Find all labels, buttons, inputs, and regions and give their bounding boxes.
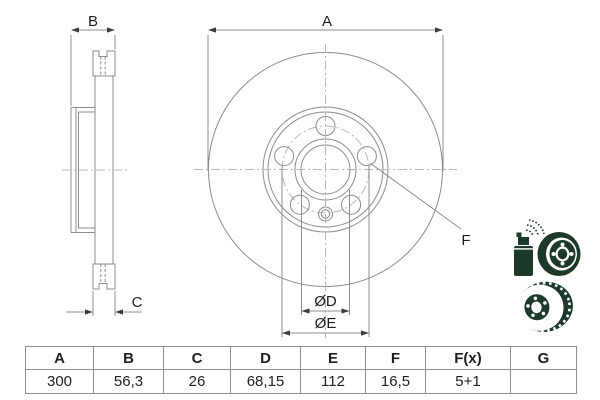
spec-header-f: F <box>365 346 426 370</box>
dim-label-f: F <box>461 232 470 249</box>
spec-value-g <box>510 369 577 394</box>
vented-disc-icon <box>516 281 573 333</box>
dim-label-c: C <box>132 294 143 311</box>
front-view: A F ØD <box>194 13 471 338</box>
dim-label-diameter-e: ØE <box>315 315 337 332</box>
spec-value-fx: 5+1 <box>425 369 511 394</box>
spec-header-a: A <box>25 346 94 370</box>
spec-value-d: 68,15 <box>230 369 301 394</box>
spec-header-c: C <box>163 346 231 370</box>
dim-label-a: A <box>322 13 332 30</box>
spec-header-fx: F(x) <box>425 346 511 370</box>
spec-value-a: 300 <box>25 369 94 394</box>
spec-value-c: 26 <box>163 369 231 394</box>
spec-value-f: 16,5 <box>365 369 426 394</box>
spec-value-b: 56,3 <box>93 369 164 394</box>
spec-header-d: D <box>230 346 301 370</box>
spec-header-g: G <box>510 346 577 370</box>
spec-table: A B C D E F F(x) G 300 56,3 26 68,15 112… <box>25 346 577 394</box>
spec-value-e: 112 <box>300 369 366 394</box>
side-view: B C <box>62 13 143 316</box>
dim-label-b: B <box>88 13 98 30</box>
dim-label-diameter-d: ØD <box>314 293 337 310</box>
spec-header-b: B <box>93 346 164 370</box>
spec-header-e: E <box>300 346 366 370</box>
coated-disc-spray-icon <box>514 219 581 276</box>
